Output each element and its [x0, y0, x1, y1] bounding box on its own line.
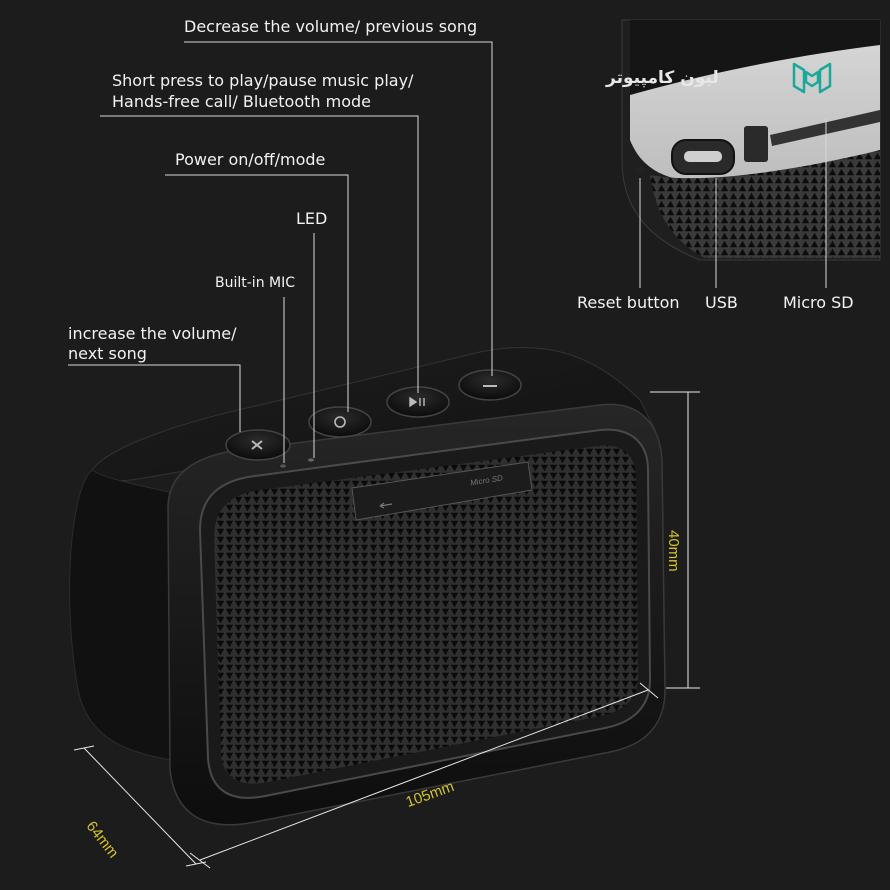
label-micro-sd: Micro SD	[783, 293, 854, 312]
led-indicator	[308, 458, 314, 462]
label-power: Power on/off/mode	[175, 150, 326, 169]
micro-sd-slot	[770, 110, 880, 146]
dim-depth-line	[73, 745, 207, 867]
dim-height-label: 40mm	[665, 530, 682, 572]
play-pause-icon	[409, 396, 425, 408]
leader-lines	[68, 41, 827, 463]
label-reset: Reset button	[577, 293, 680, 312]
dim-height-line	[650, 391, 700, 689]
speaker	[69, 346, 666, 826]
watermark-logo-icon	[792, 62, 832, 94]
usb-icon	[379, 502, 393, 509]
speaker-grille	[214, 445, 638, 784]
label-increase-line2: next song	[68, 344, 147, 363]
label-usb: USB	[705, 293, 738, 312]
reset-button-hole	[636, 166, 644, 174]
leader-decrease	[184, 41, 493, 376]
label-increase-line1: increase the volume/	[68, 324, 237, 343]
label-play-pause-line1: Short press to play/pause music play/	[112, 71, 414, 90]
slot-latch	[744, 126, 768, 162]
inset-top-shadow	[630, 20, 880, 95]
watermark-text: لیون کامپیوتر	[606, 68, 719, 88]
dimension-lines	[73, 391, 700, 869]
label-decrease-volume: Decrease the volume/ previous song	[184, 17, 478, 36]
label-led: LED	[296, 209, 328, 228]
dim-length-line	[189, 682, 659, 869]
leader-play-pause	[100, 115, 419, 393]
plus-icon	[251, 440, 263, 450]
leader-increase	[68, 364, 241, 432]
play-pause-button[interactable]	[386, 386, 450, 418]
ports-inset	[621, 19, 881, 261]
speaker-left-side	[69, 469, 201, 763]
power-mode-button[interactable]	[308, 406, 372, 438]
decrease-volume-button[interactable]	[458, 369, 522, 401]
power-mode-icon	[334, 416, 346, 428]
inset-grille	[650, 150, 880, 258]
label-play-pause-line2: Hands-free call/ Bluetooth mode	[112, 92, 371, 111]
label-mic: Built-in MIC	[215, 275, 295, 291]
increase-volume-button[interactable]	[225, 429, 291, 461]
mic-hole	[280, 464, 286, 468]
leader-power	[165, 174, 349, 412]
usb-port-slot	[684, 151, 722, 162]
card-slot-cover	[351, 461, 533, 521]
